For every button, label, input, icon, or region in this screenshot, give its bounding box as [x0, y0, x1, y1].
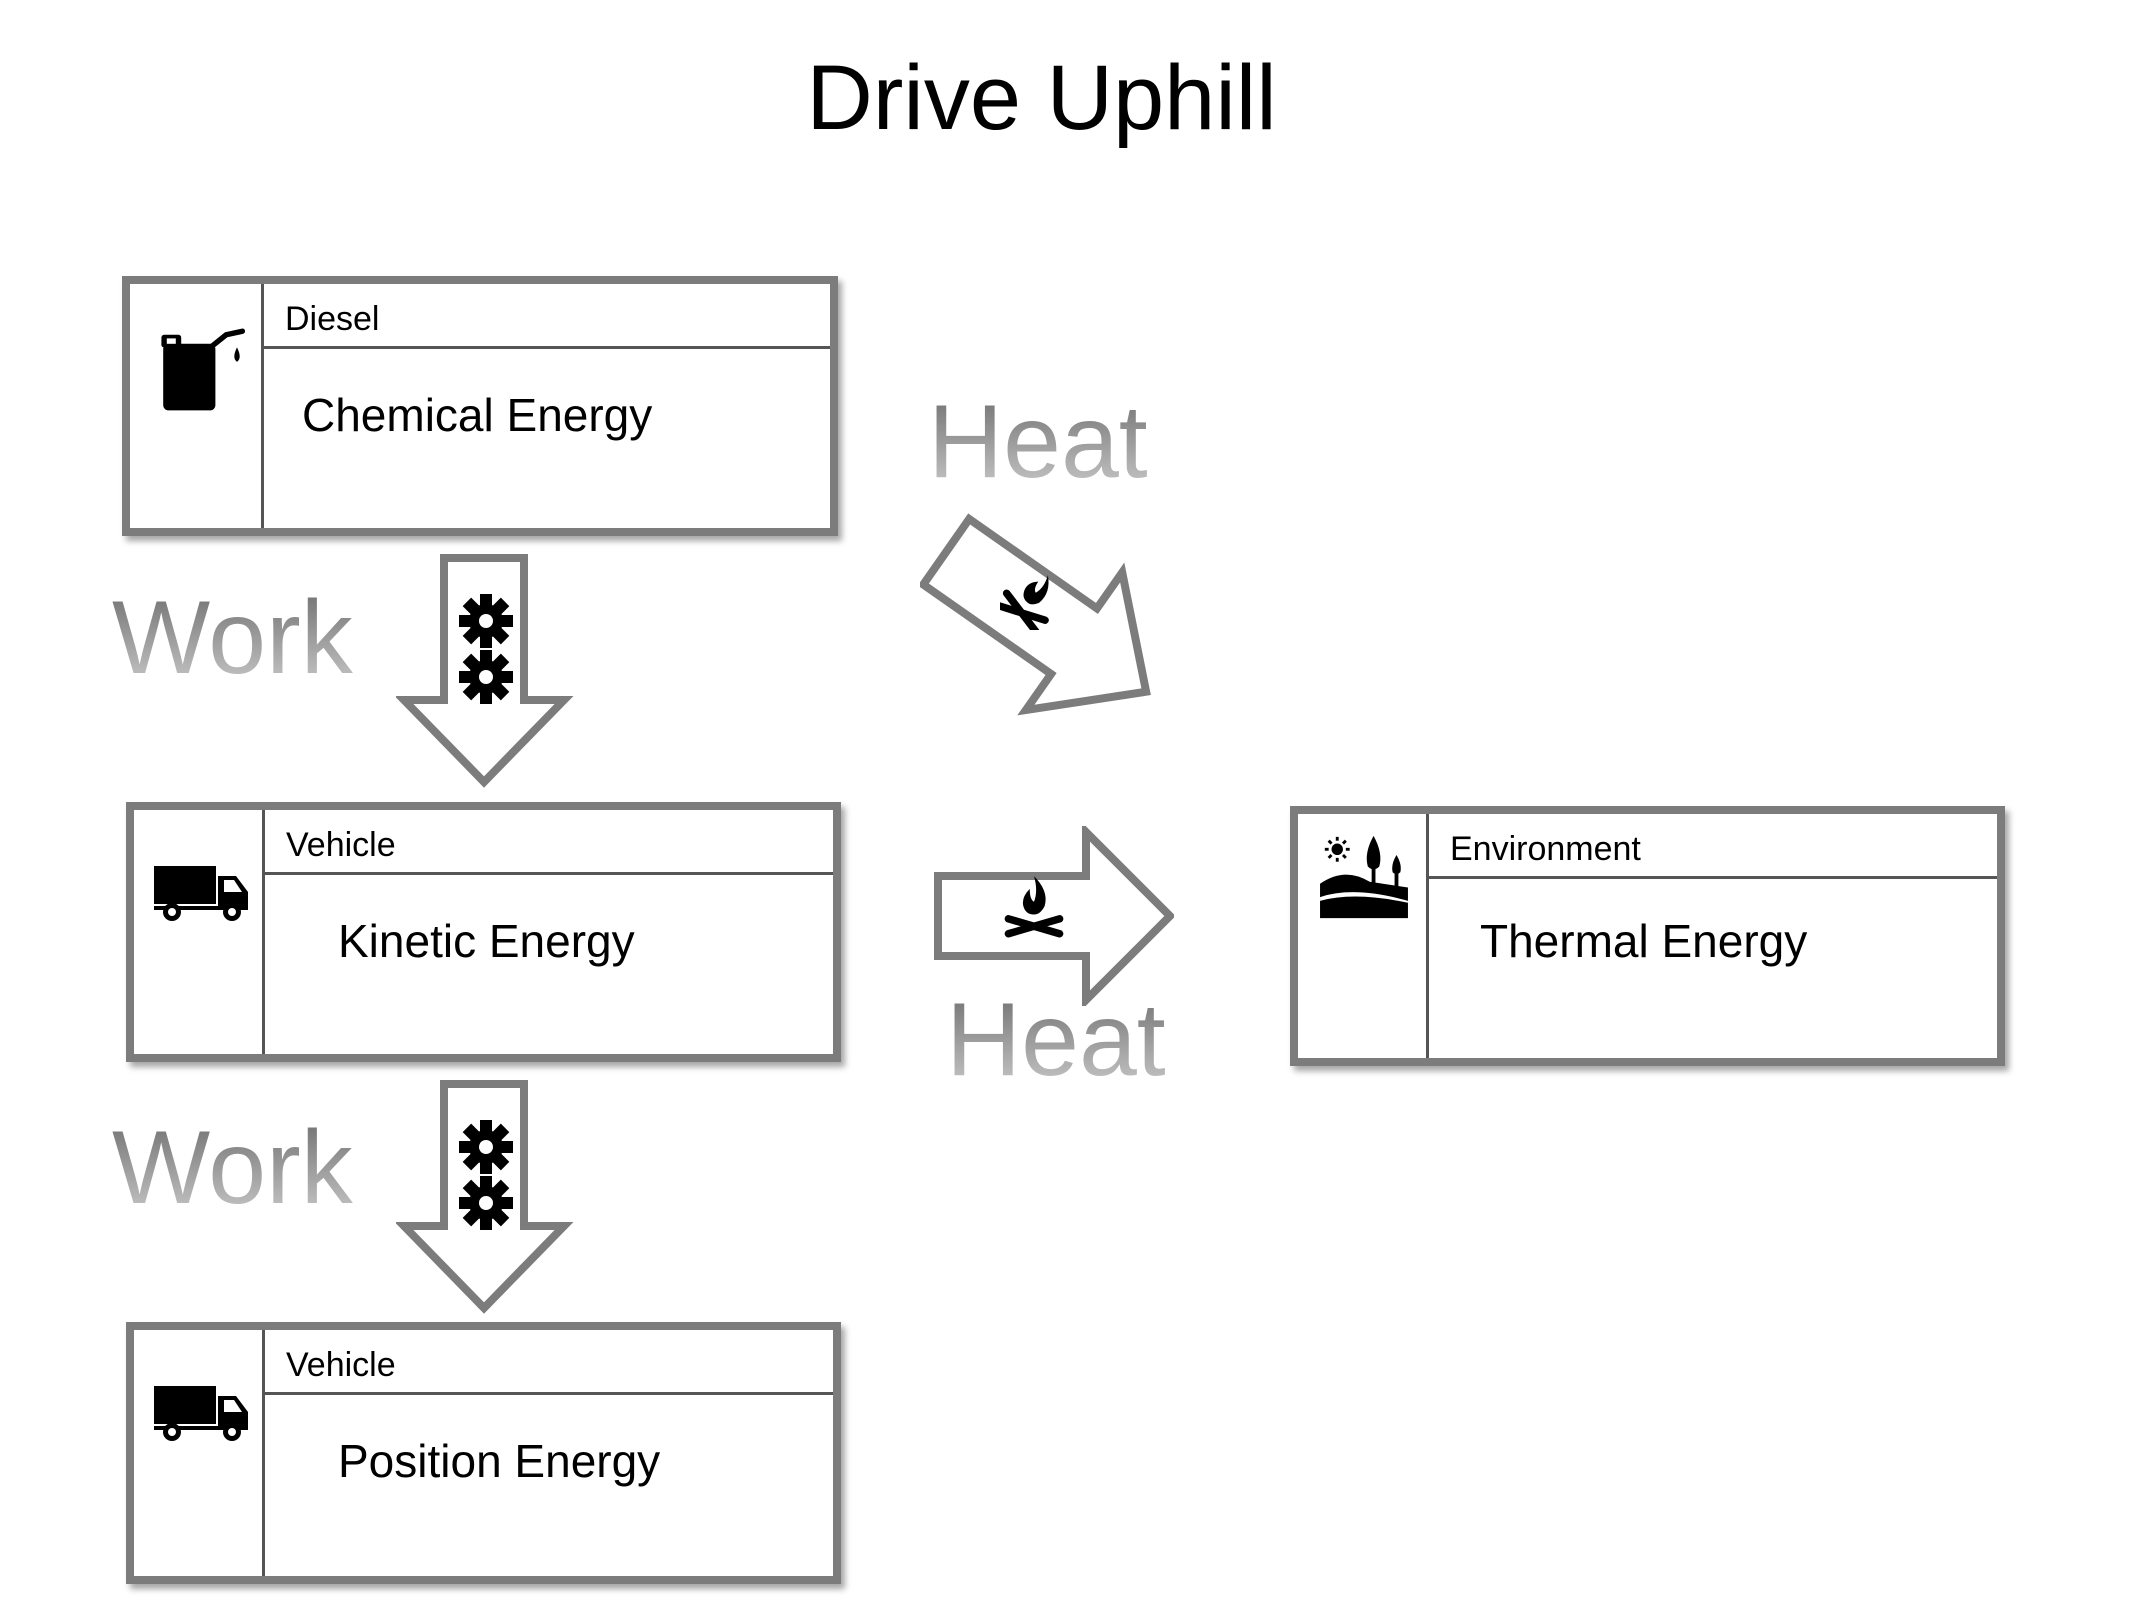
box-divider [1426, 814, 1429, 1058]
work-label: Work [112, 580, 353, 696]
campfire-icon [1004, 876, 1064, 938]
box-energy-label: Thermal Energy [1480, 915, 1808, 967]
campfire-icon [1000, 575, 1049, 630]
box-divider [265, 872, 833, 875]
heat-label: Heat [946, 982, 1166, 1098]
box-category-label: Diesel [285, 300, 380, 338]
gears-icon [459, 594, 513, 704]
box-energy-label: Position Energy [338, 1435, 661, 1487]
fuel-can-icon [161, 328, 246, 411]
gears-icon [459, 1120, 513, 1230]
work-label: Work [112, 1110, 353, 1226]
box-category-label: Vehicle [286, 826, 396, 864]
truck-icon [154, 1386, 248, 1441]
box-divider [265, 1392, 833, 1395]
box-divider [262, 810, 265, 1054]
position-energy-box: Vehicle Position Energy [126, 1322, 841, 1584]
thermal-energy-box: Environment Thermal Energy [1290, 806, 2005, 1066]
box-divider [261, 284, 264, 528]
box-divider [1429, 876, 1997, 879]
page-title: Drive Uphill [806, 47, 1277, 149]
truck-icon [154, 866, 248, 921]
box-energy-label: Chemical Energy [302, 389, 653, 441]
landscape-icon [1320, 835, 1408, 919]
box-divider [262, 1330, 265, 1576]
heat-arrow [934, 826, 1174, 1006]
box-divider [264, 346, 830, 349]
box-category-label: Vehicle [286, 1346, 396, 1384]
heat-label: Heat [928, 384, 1148, 500]
box-category-label: Environment [1450, 830, 1641, 868]
box-energy-label: Kinetic Energy [338, 915, 635, 967]
kinetic-energy-box: Vehicle Kinetic Energy [126, 802, 841, 1062]
chemical-energy-box: Diesel Chemical Energy [122, 276, 838, 536]
